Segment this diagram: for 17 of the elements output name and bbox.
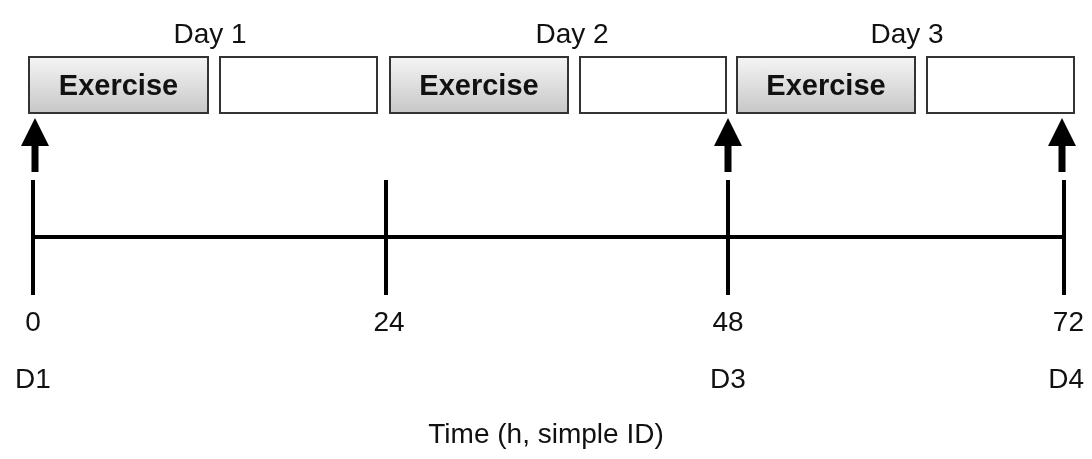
empty-box (926, 56, 1075, 114)
empty-box (219, 56, 378, 114)
activity-box: Exercise (28, 56, 209, 114)
day-label: Day 1 (173, 20, 247, 48)
tick-label: 0 (25, 308, 41, 336)
activity-box: Exercise (736, 56, 916, 114)
day-label: Day 3 (870, 20, 944, 48)
visit-label: D4 (1048, 365, 1084, 393)
tick-label: 24 (373, 308, 405, 336)
axis-title: Time (h, simple ID) (428, 420, 664, 448)
day-label: Day 2 (535, 20, 609, 48)
tick-label: 48 (712, 308, 744, 336)
activity-box: Exercise (389, 56, 569, 114)
visit-label: D3 (710, 365, 746, 393)
visit-label: D1 (15, 365, 51, 393)
empty-box (579, 56, 727, 114)
tick-label: 72 (1052, 308, 1084, 336)
